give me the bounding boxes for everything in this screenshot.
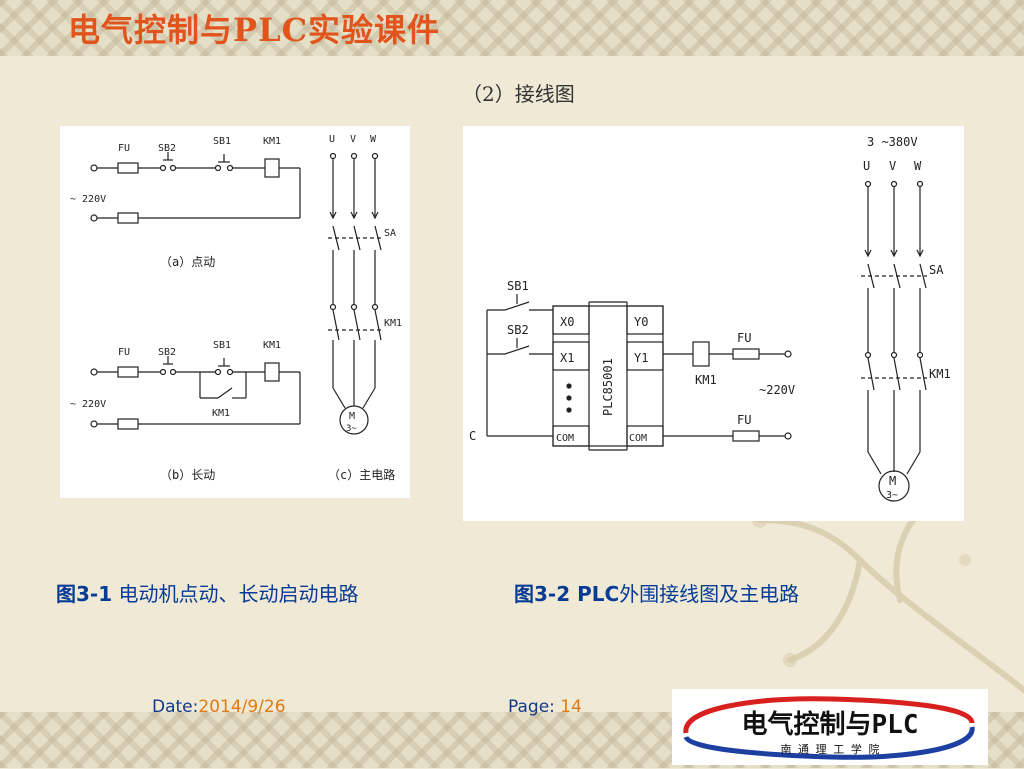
jog-circuit <box>90 152 301 224</box>
plc-com-left: COM <box>556 433 574 444</box>
fig1-km1-label-b: KM1 <box>263 340 281 351</box>
figure-3-2-panel: SB1 SB2 X0 X1 COM Y0 Y1 COM PLC85001 KM1… <box>463 126 964 521</box>
fig2-motor-m: M <box>889 474 896 488</box>
plc-x1: X1 <box>560 351 574 365</box>
main-circuit <box>328 152 382 435</box>
fig1-sb1-label-b: SB1 <box>213 340 231 351</box>
fig2-fu-bottom-label: FU <box>737 413 751 427</box>
figure-3-2-text: 外围接线图及主电路 <box>619 582 800 606</box>
plc-y0: Y0 <box>634 315 648 329</box>
fig2-sb1-label: SB1 <box>507 279 529 293</box>
fig1-label-b: （b）长动 <box>160 468 215 482</box>
fig1-km1-main-label: KM1 <box>384 318 402 329</box>
logo-main-text: 电气控制与PLC <box>742 709 919 740</box>
footer-page: Page: 14 <box>508 697 582 717</box>
fig1-fu-label: FU <box>118 143 130 154</box>
fig1-motor-m: M <box>349 411 355 422</box>
footer-date: Date:2014/9/26 <box>152 697 286 717</box>
figure-3-2-caption: 图3-2 PLC外围接线图及主电路 <box>514 578 799 607</box>
plc-com-right: COM <box>629 433 647 444</box>
plc-wiring <box>486 294 792 451</box>
fig2-km1-main-label: KM1 <box>929 367 951 381</box>
fig2-motor-3: 3~ <box>886 490 898 501</box>
fig1-motor-3: 3~ <box>346 424 357 434</box>
figure-3-1-text: 电动机点动、长动启动电路 <box>112 582 359 606</box>
fig1-sb1-label: SB1 <box>213 136 231 147</box>
fig2-supply-label: 3 ~380V <box>867 135 918 149</box>
figure-3-1-panel: FU SB2 SB1 KM1 ~ 220V （a）点动 <box>60 126 410 498</box>
figure-3-2-number: 图3-2 PLC <box>514 582 620 606</box>
date-label: Date: <box>152 697 199 717</box>
date-value: 2014/9/26 <box>198 697 286 717</box>
plc-y1: Y1 <box>634 351 648 365</box>
latch-circuit <box>90 356 301 430</box>
fig2-km1-coil-label: KM1 <box>695 373 717 387</box>
fig1-sb2-label-b: SB2 <box>158 347 176 358</box>
fig2-fu-top-label: FU <box>737 331 751 345</box>
college-logo: 电气控制与PLC 南 通 理 工 学 院 <box>672 689 988 765</box>
logo-sub-text: 南 通 理 工 学 院 <box>780 742 879 756</box>
fig1-fu-label-b: FU <box>118 347 130 358</box>
fig1-voltage-b: ~ 220V <box>70 399 106 410</box>
fig1-label-c: （c）主电路 <box>328 467 395 482</box>
fig2-phase-u: U <box>863 159 870 173</box>
page-label: Page: <box>508 697 555 717</box>
fig2-main-circuit <box>861 180 927 502</box>
fig2-phase-w: W <box>914 159 922 173</box>
plc-x0: X0 <box>560 315 574 329</box>
figure-3-1-number: 图3-1 <box>56 582 113 606</box>
plc-model-label: PLC85001 <box>601 358 615 416</box>
slide-subtitle: （2）接线图 <box>462 82 575 106</box>
fig1-label-a: （a）点动 <box>160 255 215 269</box>
fig1-phase-u: U <box>329 134 335 145</box>
fig1-phase-v: V <box>350 134 356 145</box>
fig2-sb2-label: SB2 <box>507 323 529 337</box>
fig1-voltage-a: ~ 220V <box>70 194 106 205</box>
fig1-sa-label: SA <box>384 228 396 239</box>
page-number: 14 <box>560 697 582 717</box>
top-pattern-band <box>0 0 1024 56</box>
slide-title: 电气控制与PLC实验课件 <box>68 11 441 49</box>
fig2-voltage: ~220V <box>759 383 795 397</box>
fig2-c-label: C <box>469 429 476 443</box>
fig2-phase-v: V <box>889 159 896 173</box>
figure-3-1-caption: 图3-1 电动机点动、长动启动电路 <box>56 578 359 607</box>
fig1-phase-w: W <box>370 134 377 145</box>
fig1-km1-label: KM1 <box>263 136 281 147</box>
fig1-sb2-label: SB2 <box>158 143 176 154</box>
fig2-sa-label: SA <box>929 263 944 277</box>
fig1-km1-contact-label: KM1 <box>212 408 230 419</box>
